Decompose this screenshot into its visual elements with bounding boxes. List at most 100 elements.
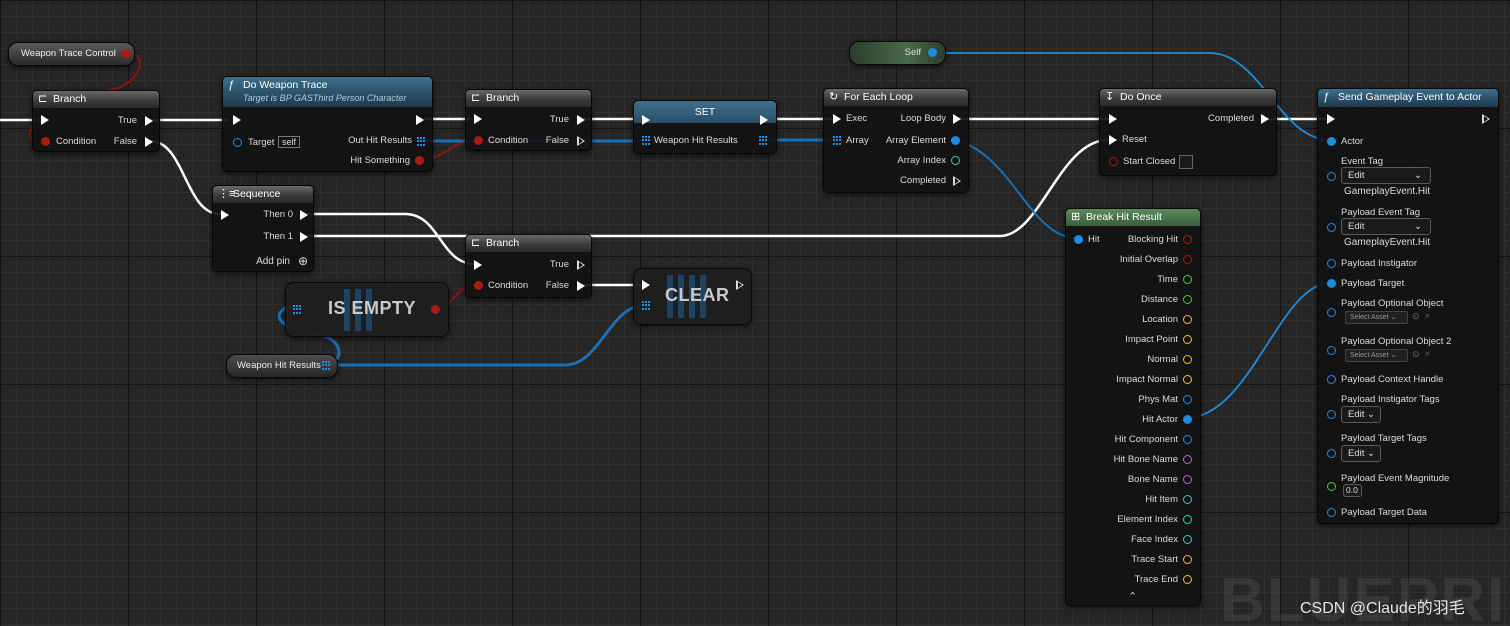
payload-target-pin[interactable] bbox=[1327, 279, 1336, 288]
hit-input-pin[interactable] bbox=[1074, 235, 1083, 244]
true-exec-pin[interactable] bbox=[577, 260, 585, 270]
break-hit-output-pin[interactable] bbox=[1183, 495, 1192, 504]
payload-event-tag-pin[interactable] bbox=[1327, 223, 1336, 232]
payload-optional-object-pin[interactable] bbox=[1327, 308, 1336, 317]
exec-out-pin[interactable] bbox=[416, 115, 424, 125]
exec-in-pin[interactable] bbox=[642, 115, 650, 125]
payload-instigator-pin[interactable] bbox=[1327, 259, 1336, 268]
branch-node[interactable]: ⊏ Branch Condition True False bbox=[32, 90, 160, 152]
array-pin[interactable] bbox=[322, 361, 331, 370]
select-asset-dropdown[interactable]: Select Asset ⌄ bbox=[1345, 349, 1408, 362]
condition-pin[interactable] bbox=[474, 281, 483, 290]
payload-instigator-tags-pin[interactable] bbox=[1327, 410, 1336, 419]
payload-optional-object-2-pin[interactable] bbox=[1327, 346, 1336, 355]
condition-pin[interactable] bbox=[41, 137, 50, 146]
self-variable[interactable]: Self bbox=[849, 41, 946, 65]
bool-pin[interactable] bbox=[431, 305, 440, 314]
payload-event-tag-edit-dropdown[interactable]: Edit⌄ bbox=[1341, 218, 1431, 235]
is-empty-node[interactable]: IS EMPTY bbox=[285, 282, 449, 337]
array-pin[interactable] bbox=[293, 305, 302, 314]
exec-in-pin[interactable] bbox=[1327, 114, 1335, 124]
set-node[interactable]: SET Weapon Hit Results bbox=[633, 100, 777, 154]
break-hit-output-pin[interactable] bbox=[1183, 555, 1192, 564]
break-hit-output-pin[interactable] bbox=[1183, 395, 1192, 404]
sequence-node[interactable]: ⋮≡ Sequence Then 0 Then 1 Add pin ⊕ bbox=[212, 185, 314, 272]
completed-exec-pin[interactable] bbox=[953, 176, 961, 186]
do-once-node[interactable]: ↧ Do Once Completed Reset Start Closed bbox=[1099, 88, 1277, 176]
condition-pin[interactable] bbox=[474, 136, 483, 145]
int-pin[interactable] bbox=[951, 156, 960, 165]
exec-out-pin[interactable] bbox=[760, 115, 768, 125]
array-pin[interactable] bbox=[833, 136, 842, 145]
break-hit-output-pin[interactable] bbox=[1183, 255, 1192, 264]
exec-in-pin[interactable] bbox=[833, 114, 841, 124]
bool-pin[interactable] bbox=[1109, 157, 1118, 166]
break-hit-output-pin[interactable] bbox=[1183, 235, 1192, 244]
weapon-hit-results-variable[interactable]: Weapon Hit Results bbox=[226, 354, 338, 378]
payload-target-tags-pin[interactable] bbox=[1327, 449, 1336, 458]
break-hit-output-pin[interactable] bbox=[1183, 275, 1192, 284]
magnitude-input[interactable]: 0.0 bbox=[1343, 484, 1362, 497]
for-each-loop-node[interactable]: ↻ For Each Loop Exec Array Loop Body Arr… bbox=[823, 88, 969, 193]
exec-in-pin[interactable] bbox=[474, 114, 482, 124]
array-pin[interactable] bbox=[642, 136, 651, 145]
exec-in-pin[interactable] bbox=[221, 210, 229, 220]
use-selected-icon[interactable]: ⊙ bbox=[1412, 349, 1420, 359]
add-pin-button[interactable]: Add pin bbox=[256, 256, 290, 267]
use-selected-icon[interactable]: ⊙ bbox=[1412, 311, 1420, 321]
break-hit-output-pin[interactable] bbox=[1183, 375, 1192, 384]
break-hit-output-pin[interactable] bbox=[1183, 535, 1192, 544]
bool-pin[interactable] bbox=[122, 49, 131, 58]
break-hit-output-pin[interactable] bbox=[1183, 455, 1192, 464]
break-hit-output-pin[interactable] bbox=[1183, 575, 1192, 584]
object-pin[interactable] bbox=[951, 136, 960, 145]
object-pin[interactable] bbox=[928, 48, 937, 57]
break-hit-output-pin[interactable] bbox=[1183, 355, 1192, 364]
then1-exec-pin[interactable] bbox=[300, 232, 308, 242]
false-exec-pin[interactable] bbox=[577, 136, 585, 146]
break-hit-output-pin[interactable] bbox=[1183, 435, 1192, 444]
exec-out-pin[interactable] bbox=[1482, 114, 1490, 124]
break-hit-output-pin[interactable] bbox=[1183, 475, 1192, 484]
reset-exec-pin[interactable] bbox=[1109, 135, 1117, 145]
then0-exec-pin[interactable] bbox=[300, 210, 308, 220]
exec-in-pin[interactable] bbox=[474, 260, 482, 270]
payload-target-tags-edit[interactable]: Edit ⌄ bbox=[1341, 445, 1381, 462]
select-asset-dropdown[interactable]: Select Asset ⌄ bbox=[1345, 311, 1408, 324]
exec-in-pin[interactable] bbox=[233, 115, 241, 125]
payload-instigator-tags-edit[interactable]: Edit ⌄ bbox=[1341, 406, 1381, 423]
break-hit-output-pin[interactable] bbox=[1183, 515, 1192, 524]
clear-node[interactable]: CLEAR bbox=[633, 268, 752, 325]
break-hit-output-pin[interactable] bbox=[1183, 295, 1192, 304]
start-closed-checkbox[interactable] bbox=[1179, 155, 1193, 169]
target-pin[interactable] bbox=[233, 138, 242, 147]
send-gameplay-event-node[interactable]: ƒ Send Gameplay Event to Actor Actor Eve… bbox=[1317, 88, 1499, 524]
exec-in-pin[interactable] bbox=[41, 115, 49, 125]
break-hit-output-pin[interactable] bbox=[1183, 415, 1192, 424]
true-exec-pin[interactable] bbox=[577, 115, 585, 125]
array-pin[interactable] bbox=[417, 137, 426, 146]
float-pin[interactable] bbox=[1327, 482, 1336, 491]
payload-target-data-pin[interactable] bbox=[1327, 508, 1336, 517]
loop-body-exec-pin[interactable] bbox=[953, 114, 961, 124]
do-weapon-trace-node[interactable]: ƒ Do Weapon Trace Target is BP GASThird … bbox=[222, 76, 433, 172]
exec-in-pin[interactable] bbox=[1109, 114, 1117, 124]
event-tag-pin[interactable] bbox=[1327, 172, 1336, 181]
bool-pin[interactable] bbox=[415, 156, 424, 165]
branch-node[interactable]: ⊏ Branch Condition True False bbox=[465, 89, 592, 151]
exec-out-pin[interactable] bbox=[736, 280, 744, 290]
true-exec-pin[interactable] bbox=[145, 116, 153, 126]
payload-context-handle-pin[interactable] bbox=[1327, 375, 1336, 384]
false-exec-pin[interactable] bbox=[145, 137, 153, 147]
array-pin[interactable] bbox=[642, 301, 651, 310]
add-pin-icon[interactable]: ⊕ bbox=[297, 254, 308, 268]
browse-icon[interactable]: ⌕ bbox=[1425, 310, 1431, 320]
break-hit-output-pin[interactable] bbox=[1183, 335, 1192, 344]
weapon-trace-control-variable[interactable]: Weapon Trace Control bbox=[8, 42, 135, 66]
event-tag-edit-dropdown[interactable]: Edit⌄ bbox=[1341, 167, 1431, 184]
browse-icon[interactable]: ⌕ bbox=[1425, 348, 1431, 358]
collapse-arrow-icon[interactable]: ⌃ bbox=[1128, 591, 1138, 603]
completed-exec-pin[interactable] bbox=[1261, 114, 1269, 124]
